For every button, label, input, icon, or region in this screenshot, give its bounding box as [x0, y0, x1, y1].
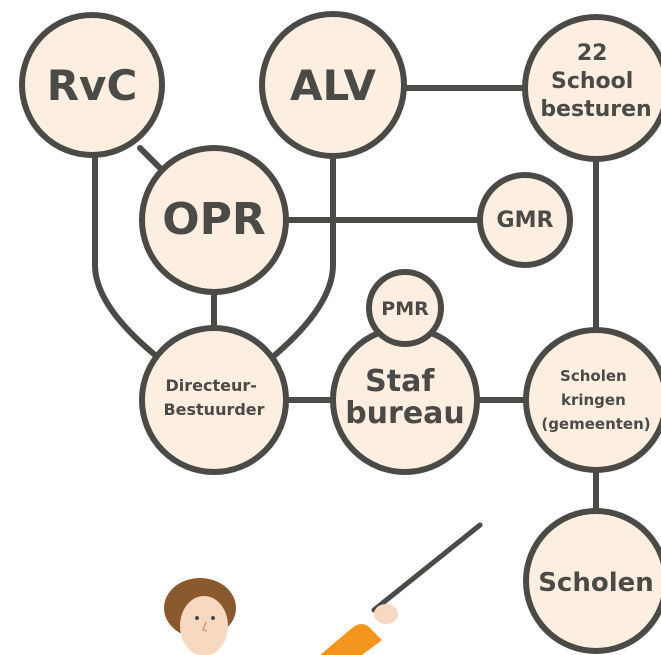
node-scholenkringen: Scholen kringen (gemeenten): [523, 327, 661, 473]
node-alv-circle: [259, 11, 407, 159]
node-opr: OPR: [139, 145, 289, 295]
person-eye-right: [211, 616, 215, 620]
node-directeur-label: Directeur- Bestuurder: [163, 376, 264, 419]
diagram-edges: [92, 85, 599, 513]
person-eye-left: [195, 616, 199, 620]
node-gmr-circle: [477, 172, 573, 268]
node-rvc: RvC: [19, 12, 165, 158]
node-directeur: Directeur- Bestuurder: [139, 325, 289, 475]
person-hand: [374, 604, 398, 624]
node-scholen: Scholen: [523, 508, 661, 654]
node-rvc-circle: [19, 12, 165, 158]
edge-rvc-directeur: [92, 155, 158, 358]
node-alv-label: ALV: [290, 61, 376, 110]
node-pmr: PMR: [366, 269, 444, 347]
node-pmr-circle: [366, 269, 444, 347]
node-scholenkringen-label: Scholen kringen (gemeenten): [541, 367, 650, 433]
node-scholen-label: Scholen: [538, 568, 654, 598]
node-schoolbesturen-circle: [522, 14, 661, 162]
person-nose: [202, 621, 208, 632]
node-alv: ALV: [259, 11, 407, 159]
node-pmr-label: PMR: [381, 298, 429, 320]
node-stafbureau-label: Staf bureau: [345, 364, 465, 431]
pointer-stick: [371, 522, 483, 613]
node-opr-circle: [139, 145, 289, 295]
node-rvc-label: RvC: [47, 61, 138, 110]
node-schoolbesturen: 22 School besturen: [522, 14, 661, 162]
edge-rvc-opr: [137, 145, 165, 173]
node-gmr: GMR: [477, 172, 573, 268]
person-bangs: [176, 590, 226, 610]
person-pointing-illustration: [164, 522, 483, 655]
node-opr-label: OPR: [162, 194, 266, 245]
person-arm-sleeve: [320, 624, 382, 655]
node-schoolbesturen-label: 22 School besturen: [540, 41, 651, 122]
node-stafbureau: Staf bureau: [330, 325, 480, 475]
node-gmr-label: GMR: [497, 208, 554, 233]
edge-alv-directeur: [272, 155, 336, 358]
node-scholenkringen-circle: [523, 327, 661, 473]
node-scholen-circle: [523, 508, 661, 654]
node-directeur-circle: [139, 325, 289, 475]
